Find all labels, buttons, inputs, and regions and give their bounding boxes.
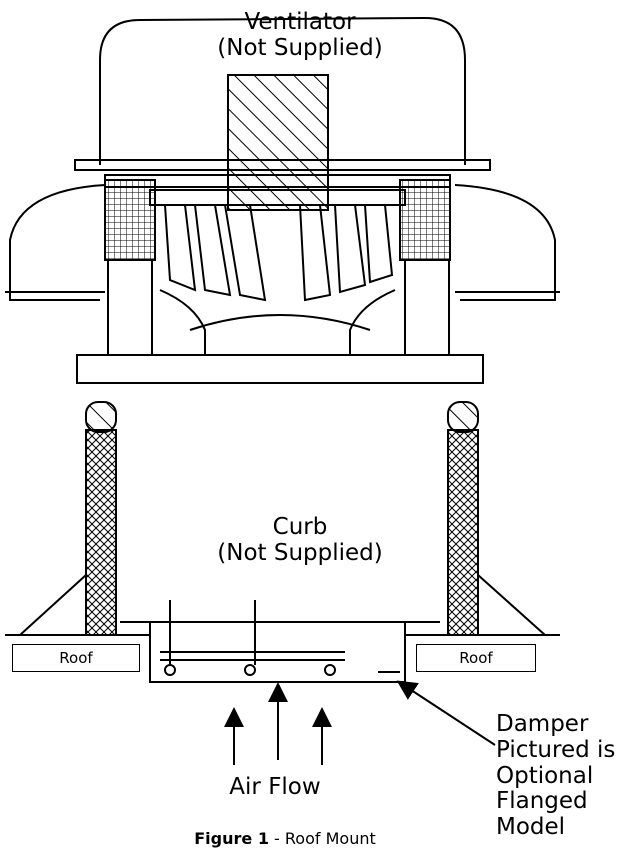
damper-label-line3: Optional: [496, 762, 594, 789]
left-grill: [104, 179, 156, 261]
ventilator-base: [76, 354, 484, 384]
damper-label: Damper Pictured is Optional Flanged Mode…: [496, 711, 616, 841]
right-curb-post: [447, 429, 479, 636]
ventilator-hood: [99, 16, 466, 165]
curb-label-line1: Curb: [272, 514, 328, 540]
ventilator-label: Ventilator (Not Supplied): [150, 9, 450, 62]
damper-label-line2: Pictured is: [496, 736, 616, 763]
figure-caption: Figure 1 - Roof Mount: [120, 830, 450, 848]
figure-number: Figure 1: [194, 829, 269, 848]
roof-right-label: Roof: [416, 644, 536, 672]
roof-left-label: Roof: [12, 644, 140, 672]
right-grill: [399, 179, 451, 261]
figure-title: - Roof Mount: [268, 829, 376, 848]
ventilator-label-line2: (Not Supplied): [217, 34, 383, 61]
damper-leader-arrow: [396, 680, 496, 746]
curb-label-line2: (Not Supplied): [217, 539, 383, 566]
curb-label: Curb (Not Supplied): [150, 514, 450, 567]
ventilator-label-line1: Ventilator: [244, 9, 356, 35]
air-flow-label: Air Flow: [229, 774, 321, 800]
left-curb-post: [85, 429, 117, 636]
damper-label-line1: Damper: [496, 711, 589, 737]
damper-label-line5: Model: [496, 814, 566, 840]
damper-label-line4: Flanged: [496, 788, 588, 815]
